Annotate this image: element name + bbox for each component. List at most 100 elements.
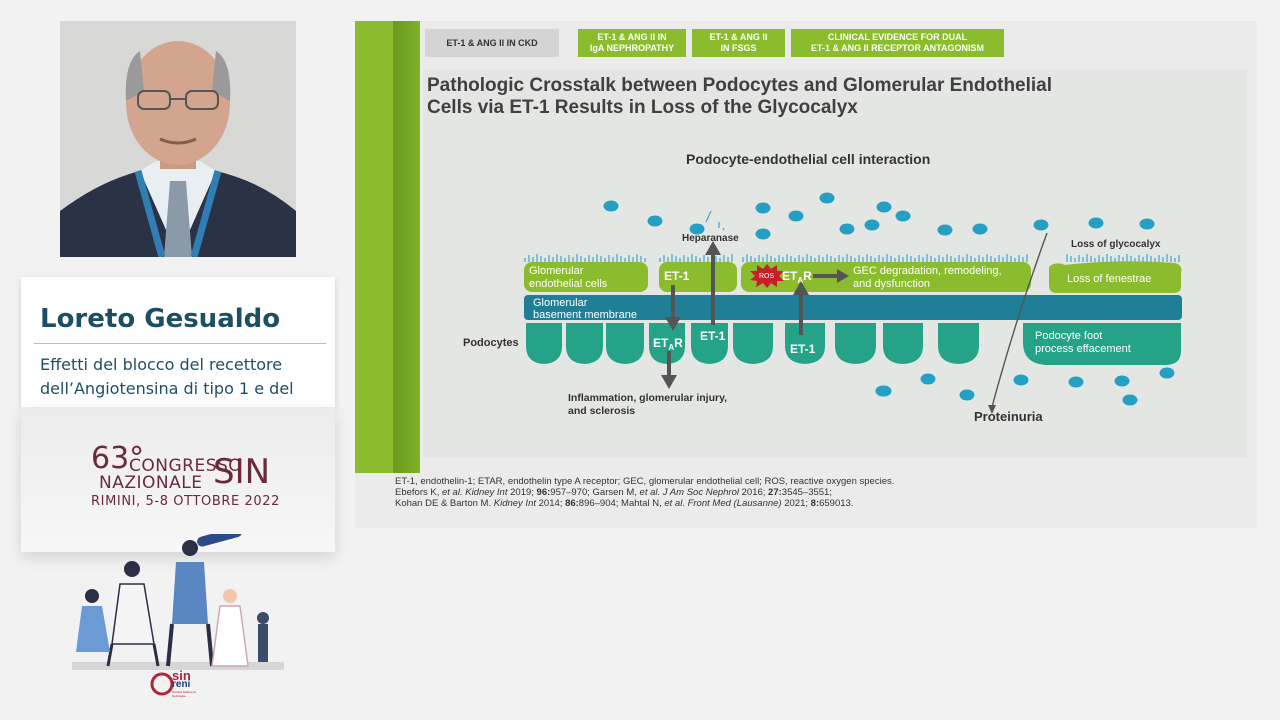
slide-title-line1: Pathologic Crosstalk between Podocytes a… <box>427 75 1053 96</box>
foot-process <box>883 323 923 364</box>
etar-label-podocyte: ETAR <box>653 336 683 352</box>
protein-dot <box>1139 218 1155 230</box>
foot-process <box>606 323 644 364</box>
foot-process <box>938 323 979 364</box>
et1-label-podocyte: ET-1 <box>700 329 726 343</box>
speaker-name-card: Loreto Gesualdo Effetti del blocco del r… <box>21 277 335 407</box>
gbm-label-line1: Glomerular <box>533 297 588 309</box>
ros-burst-icon <box>750 264 784 288</box>
congress-line1: CONGRESSO <box>129 456 243 476</box>
loss-glycocalyx-label: Loss of glycocalyx <box>1071 239 1161 250</box>
protein-dot <box>788 210 804 222</box>
protein-dot <box>895 210 911 222</box>
slide-title: Pathologic Crosstalk between Podocytes a… <box>427 75 1227 119</box>
protein-dot <box>755 228 771 240</box>
plasma-protein-dots <box>603 192 1175 406</box>
congress-acronym: SIN <box>213 452 271 492</box>
tab-et1-ang2-ckd[interactable]: ET-1 & ANG II IN CKD <box>425 29 559 57</box>
slide: ET-1 & ANG II IN CKD ET-1 & ANG II IN Ig… <box>355 21 1257 528</box>
basement-membrane <box>524 295 1182 320</box>
podocyte-foot-processes <box>526 323 979 364</box>
protein-dot <box>819 192 835 204</box>
loss-fenestrae-label: Loss of fenestrae <box>1067 273 1151 285</box>
reference-line1: Ebefors K, et al. Kidney Int 2019; 96:95… <box>395 487 832 498</box>
tab-label-line2: ET-1 & ANG II RECEPTOR ANTAGONISM <box>810 43 984 53</box>
tab-label: ET-1 & ANG II IN CKD <box>446 37 538 48</box>
effaced-podocyte <box>1023 323 1181 365</box>
protein-dot <box>1088 217 1104 229</box>
congress-logo-card: 63° CONGRESSO NAZIONALE SIN RIMINI, 5-8 … <box>21 407 335 552</box>
inflammation-label-line1: Inflammation, glomerular injury, <box>568 392 727 404</box>
congress-location-dates: RIMINI, 5-8 OTTOBRE 2022 <box>91 494 281 509</box>
protein-dot <box>839 223 855 235</box>
arrow-down-icon <box>665 285 681 331</box>
tab-fsgs[interactable]: ET-1 & ANG II IN FSGS <box>692 29 785 57</box>
foot-process <box>649 323 685 364</box>
glycocalyx-fibers <box>524 254 1180 262</box>
protein-dot <box>1159 367 1175 379</box>
endothelial-cell <box>659 262 737 292</box>
gec-label-line1: Glomerular <box>529 265 584 277</box>
protein-dot <box>1122 394 1138 406</box>
arrow-right-icon <box>813 269 849 283</box>
protein-dot <box>755 202 771 214</box>
protein-dot <box>1114 375 1130 387</box>
reference-line2: Kohan DE & Barton M. Kidney Int 2014; 86… <box>395 498 854 509</box>
abbreviations: ET-1, endothelin-1; ETAR, endothelin typ… <box>395 476 895 487</box>
name-divider <box>34 343 326 344</box>
scientists-illustration <box>72 527 284 670</box>
gbm-label-line2: basement membrane <box>533 309 637 321</box>
protein-dot <box>1013 374 1029 386</box>
protein-dot <box>1068 376 1084 388</box>
arrow-up-icon <box>793 281 809 335</box>
endothelial-cell <box>741 262 1031 292</box>
ros-label: ROS <box>759 273 775 280</box>
proteinuria-label: Proteinuria <box>974 409 1043 424</box>
arrowhead-icon <box>988 405 996 414</box>
protein-dot <box>603 200 619 212</box>
slide-footnotes: ET-1, endothelin-1; ETAR, endothelin typ… <box>395 476 1245 509</box>
protein-dot <box>959 389 975 401</box>
congress-line2: NAZIONALE <box>99 473 203 493</box>
endothelial-cell <box>524 262 648 292</box>
et1-label-top: ET-1 <box>664 269 690 283</box>
sin-reni-logo: sin reni Società Italiana di Nefrologia <box>150 669 210 700</box>
protein-dot <box>876 385 892 397</box>
tab-label-line1: ET-1 & ANG II <box>709 32 768 42</box>
endothelial-cell-damaged <box>1049 261 1182 293</box>
tab-iga-nephropathy[interactable]: ET-1 & ANG II IN IgA NEPHROPATHY <box>578 29 686 57</box>
foot-process <box>785 323 825 364</box>
protein-dot <box>876 201 892 213</box>
heparanase-label: Heparanase <box>682 233 739 244</box>
protein-dot <box>1033 219 1049 231</box>
inflammation-label-line2: and sclerosis <box>568 405 635 417</box>
sin-logo-word2: reni <box>172 679 191 690</box>
protein-dot <box>689 223 705 235</box>
podocytes-label: Podocytes <box>463 337 519 349</box>
protein-dot <box>920 373 936 385</box>
foot-process <box>691 323 728 364</box>
tab-clinical-evidence[interactable]: CLINICAL EVIDENCE FOR DUAL ET-1 & ANG II… <box>791 29 1004 57</box>
speaker-name: Loreto Gesualdo <box>40 304 281 334</box>
foot-effacement-line1: Podocyte foot <box>1035 330 1102 342</box>
gec-label-line2: endothelial cells <box>529 278 608 290</box>
foot-process <box>566 323 603 364</box>
arrow-up-icon <box>705 241 721 325</box>
foot-process <box>835 323 876 364</box>
arrow-down-icon <box>661 351 677 389</box>
tab-label-line1: ET-1 & ANG II IN <box>597 32 667 42</box>
congress-number: 63° <box>91 441 145 476</box>
protein-dot <box>972 223 988 235</box>
protein-dot <box>647 215 663 227</box>
slide-title-line2: Cells via ET-1 Results in Loss of the Gl… <box>427 97 858 118</box>
slide-side-band <box>355 21 420 473</box>
talk-title: Effetti del blocco del recettore dell’An… <box>40 355 294 398</box>
protein-dot <box>864 219 880 231</box>
sin-logo-caption: Società Italiana di Nefrologia <box>172 690 196 698</box>
protein-dot <box>937 224 953 236</box>
tab-label-line2: IN FSGS <box>720 43 757 53</box>
foot-effacement-line2: process effacement <box>1035 343 1131 355</box>
etar-label-top: ETAR <box>782 269 812 285</box>
tab-label-line1: CLINICAL EVIDENCE FOR DUAL <box>827 32 968 42</box>
foot-process <box>526 323 562 364</box>
